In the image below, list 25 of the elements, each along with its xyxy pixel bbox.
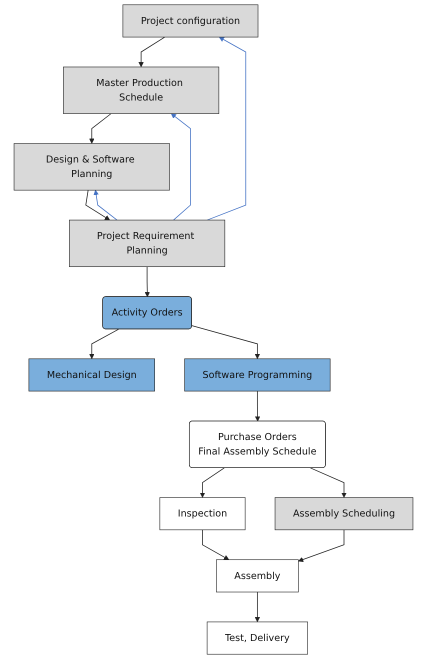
node-box: Test, Delivery [206, 622, 308, 655]
arrow [254, 390, 260, 422]
arrow [200, 468, 225, 498]
arrow [144, 266, 150, 298]
node-box: Design & Software Planning [14, 143, 170, 190]
node-box: Project configuration [122, 4, 258, 38]
arrow [89, 113, 112, 144]
arrow [206, 36, 246, 220]
node-box: Master Production Schedule [63, 66, 220, 114]
arrow [89, 328, 120, 360]
arrow [298, 529, 344, 562]
arrow [191, 325, 260, 360]
arrow [170, 113, 191, 220]
node-box: Project Requirement Planning [69, 220, 226, 267]
arrow [94, 190, 118, 220]
node-box: Assembly [216, 559, 299, 592]
arrow [85, 190, 110, 220]
arrow [254, 592, 260, 622]
arrow [310, 468, 347, 498]
node-box: Mechanical Design [28, 358, 155, 392]
node-box: Assembly Scheduling [274, 497, 414, 530]
arrow [202, 529, 230, 560]
node-box: Software Programming [184, 358, 330, 392]
arrow [138, 36, 166, 68]
node-box: Inspection [160, 497, 246, 530]
